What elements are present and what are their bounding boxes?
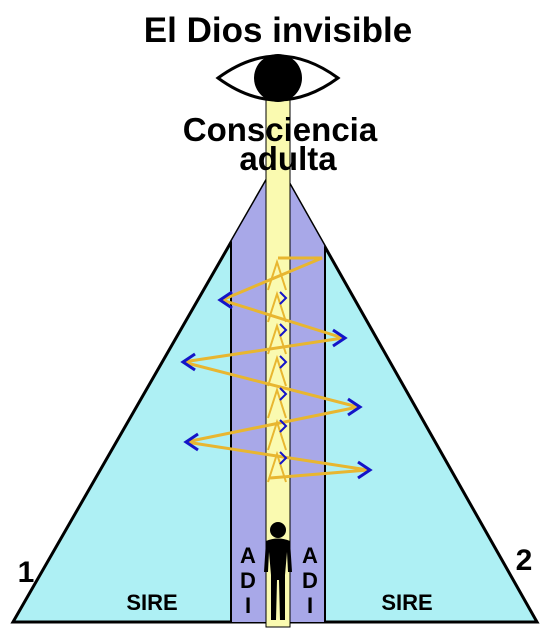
right-column-letter-d: D <box>302 568 318 593</box>
left-column-letter-a: A <box>240 543 256 568</box>
right-column-letter-a: A <box>302 543 318 568</box>
consciousness-line-1: Consciencia <box>183 111 378 148</box>
left-region-label: SIRE <box>126 590 177 615</box>
left-number: 1 <box>18 556 35 589</box>
human-figure-icon <box>264 522 292 620</box>
beam-chevron-ticks <box>279 291 288 465</box>
title: El Dios invisible <box>144 11 412 50</box>
right-column-letter-i: I <box>307 593 313 618</box>
beam-chevrons <box>267 258 287 483</box>
left-column-letter-d: D <box>240 568 256 593</box>
consciousness-line-2: adulta <box>239 140 337 177</box>
eye-icon <box>215 54 341 102</box>
left-column-letter-i: I <box>245 593 251 618</box>
zigzag-arrowheads <box>180 290 373 480</box>
right-region-label: SIRE <box>381 590 432 615</box>
right-number: 2 <box>516 544 533 577</box>
